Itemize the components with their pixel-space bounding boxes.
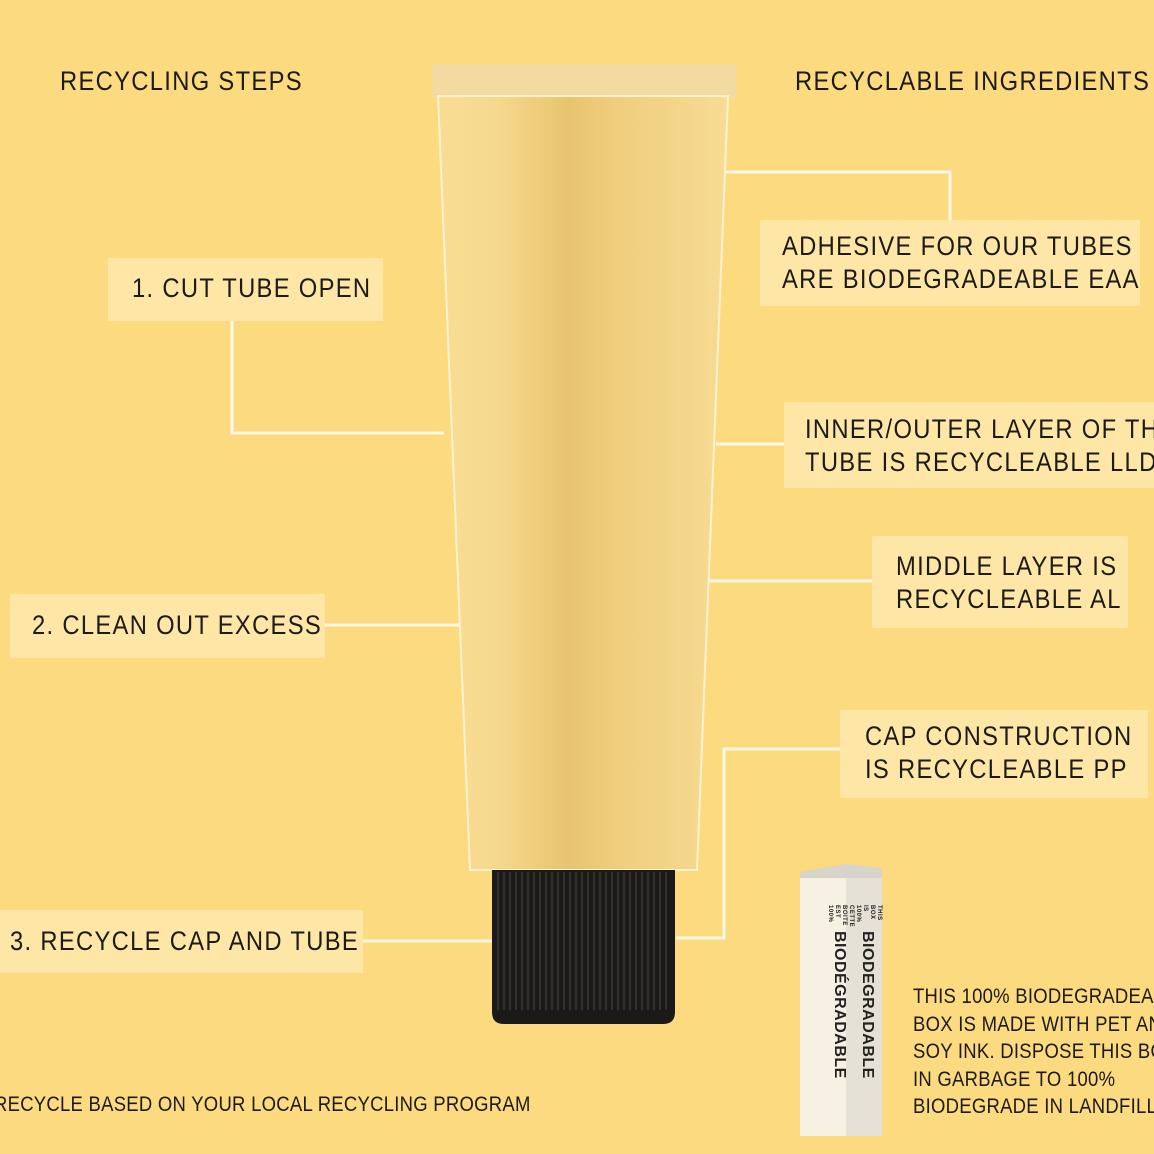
- step-label: 2. CLEAN OUT EXCESS: [32, 610, 323, 640]
- step-1: 1. CUT TUBE OPEN: [108, 258, 383, 321]
- biodegradable-box: [800, 864, 882, 1136]
- box-note: THIS 100% BIODEGRADEABLEBOX IS MADE WITH…: [913, 985, 1154, 1118]
- step-label: 3. RECYCLE CAP AND TUBE: [10, 926, 360, 956]
- step-label: 1. CUT TUBE OPEN: [132, 273, 372, 303]
- footer-note: RECYCLE BASED ON YOUR LOCAL RECYCLING PR…: [0, 1093, 531, 1116]
- leader-lines: [230, 170, 952, 943]
- box-print: THIS BOX IS 100% BIODEGRADABLE CETTE BOI…: [827, 905, 882, 1079]
- step-2: 2. CLEAN OUT EXCESS: [10, 594, 325, 658]
- recyclable-ingredients-heading: RECYCLABLE INGREDIENTS: [795, 66, 1151, 96]
- tube-crimp: [432, 64, 736, 98]
- step-3: 3. RECYCLE CAP AND TUBE: [0, 910, 363, 973]
- tube-body: [436, 95, 730, 871]
- recycling-steps-heading: RECYCLING STEPS: [60, 66, 303, 96]
